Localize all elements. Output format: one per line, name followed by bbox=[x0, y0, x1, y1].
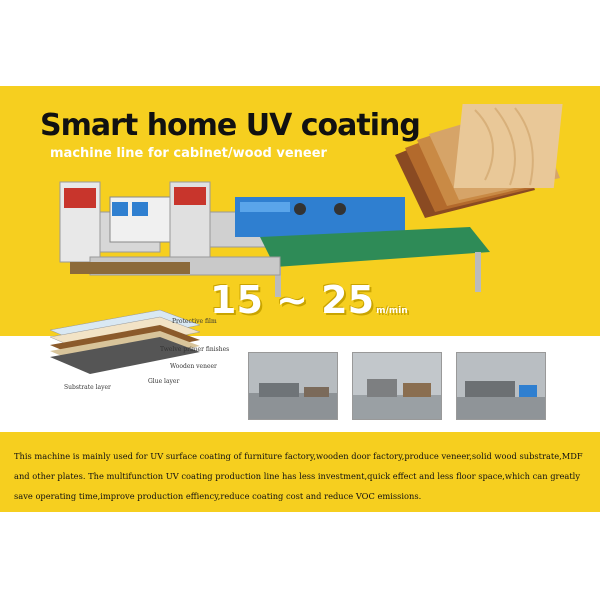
factory-photo-1 bbox=[248, 352, 338, 420]
description-text: This machine is mainly used for UV surfa… bbox=[14, 451, 583, 501]
layer-label-glue: Glue layer bbox=[148, 378, 180, 385]
speed-value: 15 ~ 25 bbox=[210, 278, 375, 322]
sub-headline: machine line for cabinet/wood veneer bbox=[50, 146, 327, 161]
speed-unit: m/min bbox=[376, 306, 408, 316]
description-box bbox=[0, 432, 600, 512]
layer-label-protective-film: Protective film bbox=[172, 318, 217, 325]
factory-photo-2 bbox=[352, 352, 442, 420]
factory-photo-3 bbox=[456, 352, 546, 420]
layer-structure-diagram bbox=[49, 309, 201, 374]
layer-label-wooden-veneer: Wooden veneer bbox=[170, 363, 217, 370]
layer-label-primer: Twelve primer finishes bbox=[160, 346, 230, 353]
wood-veneer-panels-image bbox=[395, 104, 563, 218]
layer-label-substrate: Substrate layer bbox=[64, 384, 111, 391]
uv-coating-machine-image bbox=[59, 181, 490, 297]
headline: Smart home UV coating bbox=[40, 108, 421, 143]
